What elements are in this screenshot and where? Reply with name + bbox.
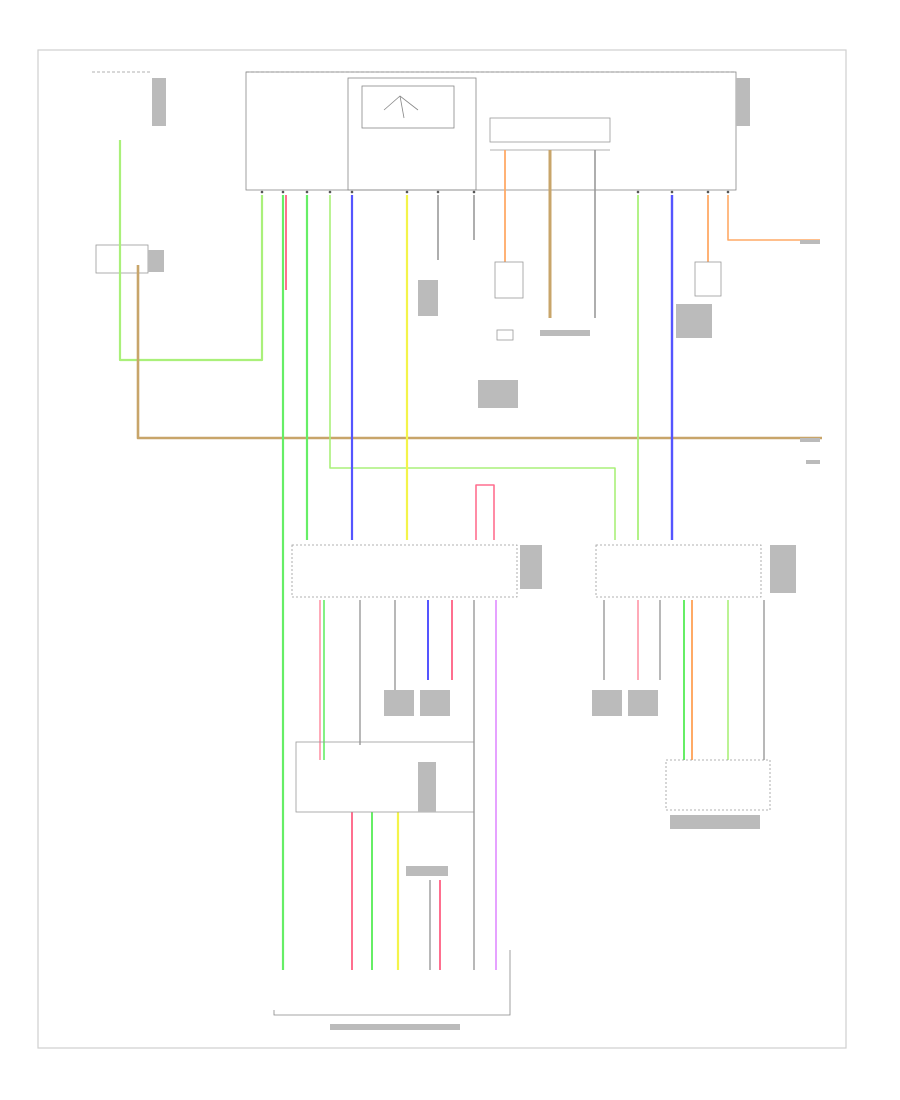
wire-red-loop (475, 484, 495, 540)
label-mark-3 (418, 280, 438, 316)
label-mark-18 (800, 438, 820, 442)
label-mark-16 (330, 1024, 460, 1030)
connector-pin-10 (706, 190, 710, 194)
junction-block-top (245, 71, 737, 191)
label-mark-8 (770, 545, 796, 593)
component-boxes (273, 261, 771, 1016)
connector-pin-1 (281, 190, 285, 194)
connector-pin-7 (472, 190, 476, 194)
connector-pin-5 (405, 190, 409, 194)
connector-pin-4 (350, 190, 354, 194)
label-mark-10 (420, 690, 450, 716)
label-mark-7 (520, 545, 542, 589)
connector-pin-8 (636, 190, 640, 194)
label-mark-19 (806, 460, 820, 464)
label-mark-11 (592, 690, 622, 716)
diagram-frame (37, 49, 847, 1049)
label-mark-13 (418, 762, 436, 812)
label-mark-4 (540, 330, 590, 336)
label-mark-12 (628, 690, 658, 716)
connector-pin-2 (305, 190, 309, 194)
connector-pin-11 (726, 190, 730, 194)
wire-green-left-feed (118, 140, 264, 362)
label-mark-2 (148, 250, 164, 272)
label-mark-6 (676, 304, 712, 338)
label-mark-14 (406, 866, 448, 876)
label-mark-1 (736, 78, 750, 126)
wire-tan-main (136, 265, 822, 440)
label-mark-17 (800, 240, 820, 244)
connector-pin-9 (670, 190, 674, 194)
wire-layer (118, 140, 822, 970)
connector-dots (260, 190, 730, 194)
label-mark-9 (384, 690, 414, 716)
label-mark-0 (152, 78, 166, 126)
connector-pin-3 (328, 190, 332, 194)
label-mark-5 (478, 380, 518, 408)
wire-green-3 (329, 195, 616, 540)
connector-pin-0 (260, 190, 264, 194)
connector-pin-6 (436, 190, 440, 194)
label-mark-15 (670, 815, 760, 829)
wire-orange-exit (727, 195, 820, 241)
label-marks (148, 78, 820, 1030)
